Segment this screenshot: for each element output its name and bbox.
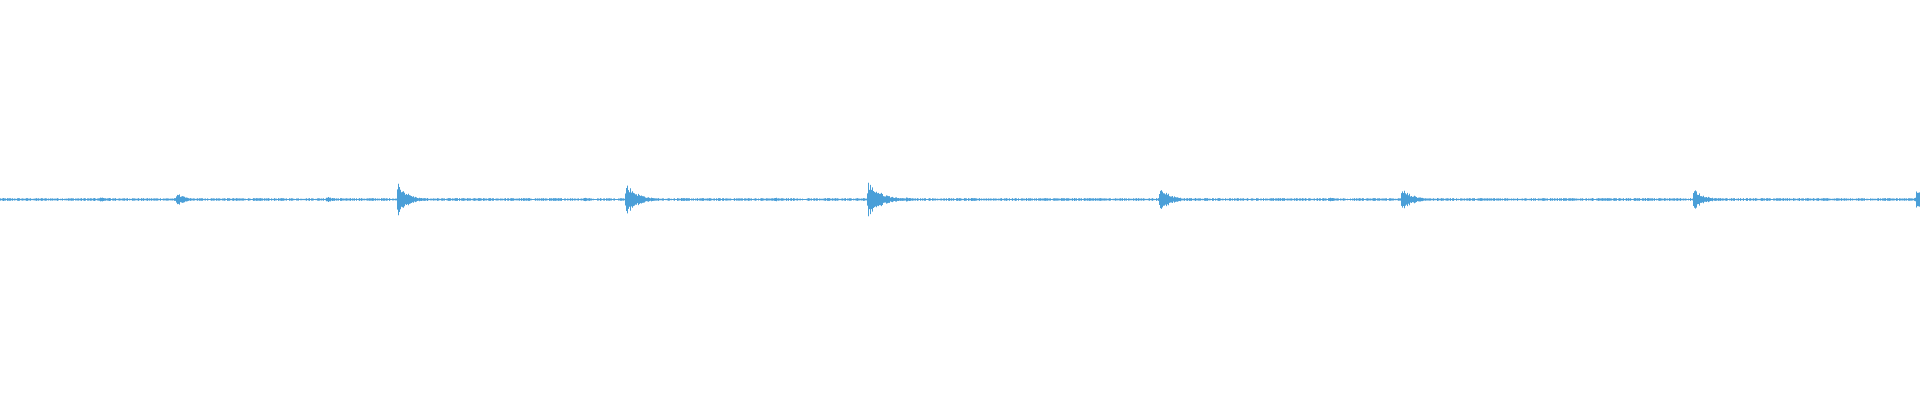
waveform-samples	[0, 182, 1920, 217]
